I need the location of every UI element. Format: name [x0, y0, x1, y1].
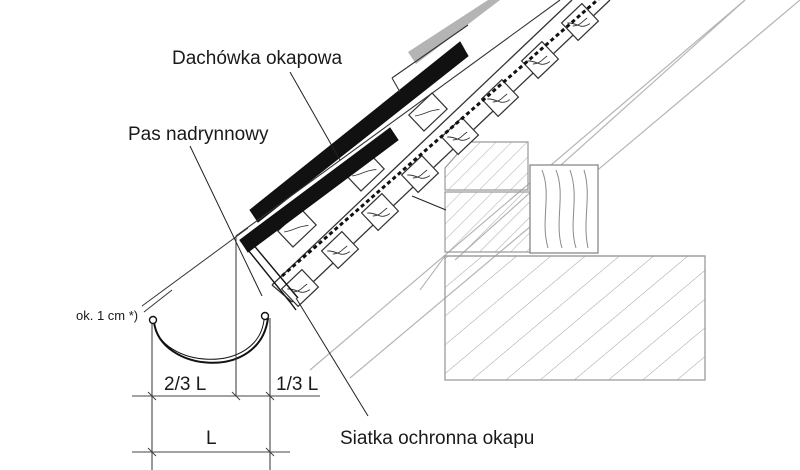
label-total-length: L: [206, 428, 217, 449]
counter-battens: [276, 92, 449, 248]
leader-lines: [189, 71, 447, 417]
label-eaves-tile: Dachówka okapowa: [172, 48, 343, 69]
label-one-third: 1/3 L: [276, 374, 319, 395]
label-two-thirds: 2/3 L: [164, 374, 207, 395]
label-drip-strip: Pas nadrynnowy: [128, 124, 269, 145]
dimension-lines: [132, 391, 320, 457]
wall-masonry: [419, 141, 706, 381]
label-gap-note: ok. 1 cm *): [76, 308, 139, 323]
upper-tile-grey: [408, 0, 500, 64]
membrane: [281, 0, 600, 278]
guide-lines: [141, 227, 271, 470]
wall-plate-timber: [529, 164, 599, 254]
tile-outline: [235, 0, 561, 237]
gutter: [148, 311, 270, 364]
label-mesh: Siatka ochronna okapu: [340, 428, 535, 449]
battens: [280, 2, 600, 308]
drip-strip: [239, 235, 299, 311]
roof-tiles: [239, 41, 469, 253]
